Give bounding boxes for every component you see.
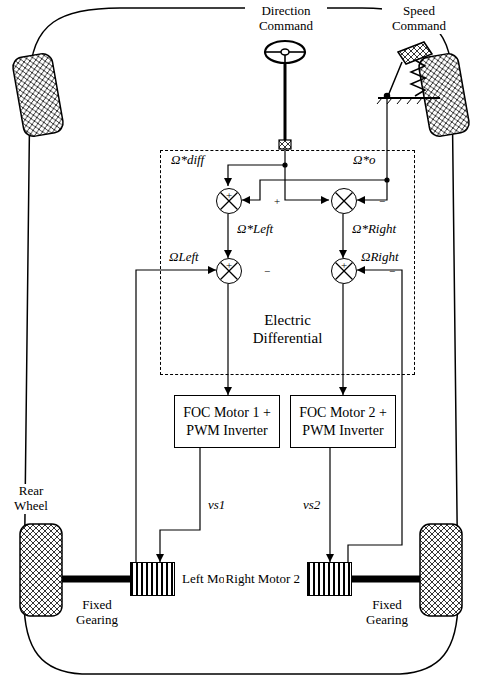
- right-shaft: [352, 576, 420, 583]
- signal-connector: [160, 448, 200, 562]
- steering-column: [284, 63, 287, 140]
- sign-label: +: [229, 196, 325, 207]
- signal-name: Ω*Right: [351, 222, 397, 236]
- rear-right-wheel: [420, 524, 462, 616]
- summing-junction: −: [331, 188, 357, 214]
- sign-label: −: [334, 196, 430, 207]
- summing-junction: +−: [331, 258, 357, 284]
- summing-cross: [332, 189, 356, 213]
- signal-name: Ω*diff: [170, 153, 205, 168]
- car-body-outline: [24, 8, 458, 674]
- signal-name: ΩLeft: [168, 250, 200, 264]
- signal-connector: [227, 214, 228, 258]
- block-label: FOC Motor 1 + PWM Inverter: [183, 404, 271, 439]
- motor-symbol: Left Motor 1: [130, 562, 175, 596]
- front-right-wheel: [417, 52, 470, 138]
- summing-junction: +−: [216, 258, 242, 284]
- signal-connector: [342, 214, 343, 258]
- signal-name: Ω*o: [352, 153, 376, 168]
- part-name: Fixed Gearing: [358, 598, 416, 628]
- summing-cross-stroke: [336, 193, 353, 210]
- motor-symbol: Right Motor 2: [307, 562, 352, 596]
- summing-junction: ++: [216, 188, 242, 214]
- command-label: Speed Command: [382, 4, 456, 34]
- front-left-wheel: [11, 52, 64, 138]
- steering-wheel: [265, 41, 305, 63]
- signal-name: vs2: [302, 498, 321, 512]
- controller-box: FOC Motor 2 + PWM Inverter: [290, 395, 396, 448]
- block-label: FOC Motor 2 + PWM Inverter: [299, 404, 387, 439]
- signal-name: Ω*Left: [236, 222, 274, 236]
- rear-left-wheel: [20, 524, 62, 616]
- signal-connector: [342, 284, 343, 395]
- block-label: Electric Differential: [240, 311, 336, 347]
- sign-label: −: [219, 266, 315, 277]
- steering-sensor: [279, 140, 291, 149]
- signal-name: vs1: [207, 498, 226, 512]
- part-name: Fixed Gearing: [68, 598, 126, 628]
- signal-connector: [329, 448, 330, 562]
- signal-name: ΩRight: [360, 250, 400, 264]
- left-shaft: [62, 576, 130, 583]
- sign-label: −: [344, 266, 440, 277]
- summing-cross-stroke: [336, 193, 353, 210]
- controller-box: FOC Motor 1 + PWM Inverter: [174, 395, 280, 448]
- sign-label: +: [181, 190, 277, 201]
- command-label: Direction Command: [245, 4, 327, 34]
- motor-label: Right Motor 2: [224, 571, 302, 587]
- accelerator-pedal: [377, 42, 440, 104]
- part-name: Rear Wheel: [8, 484, 54, 514]
- signal-connector: [227, 284, 228, 395]
